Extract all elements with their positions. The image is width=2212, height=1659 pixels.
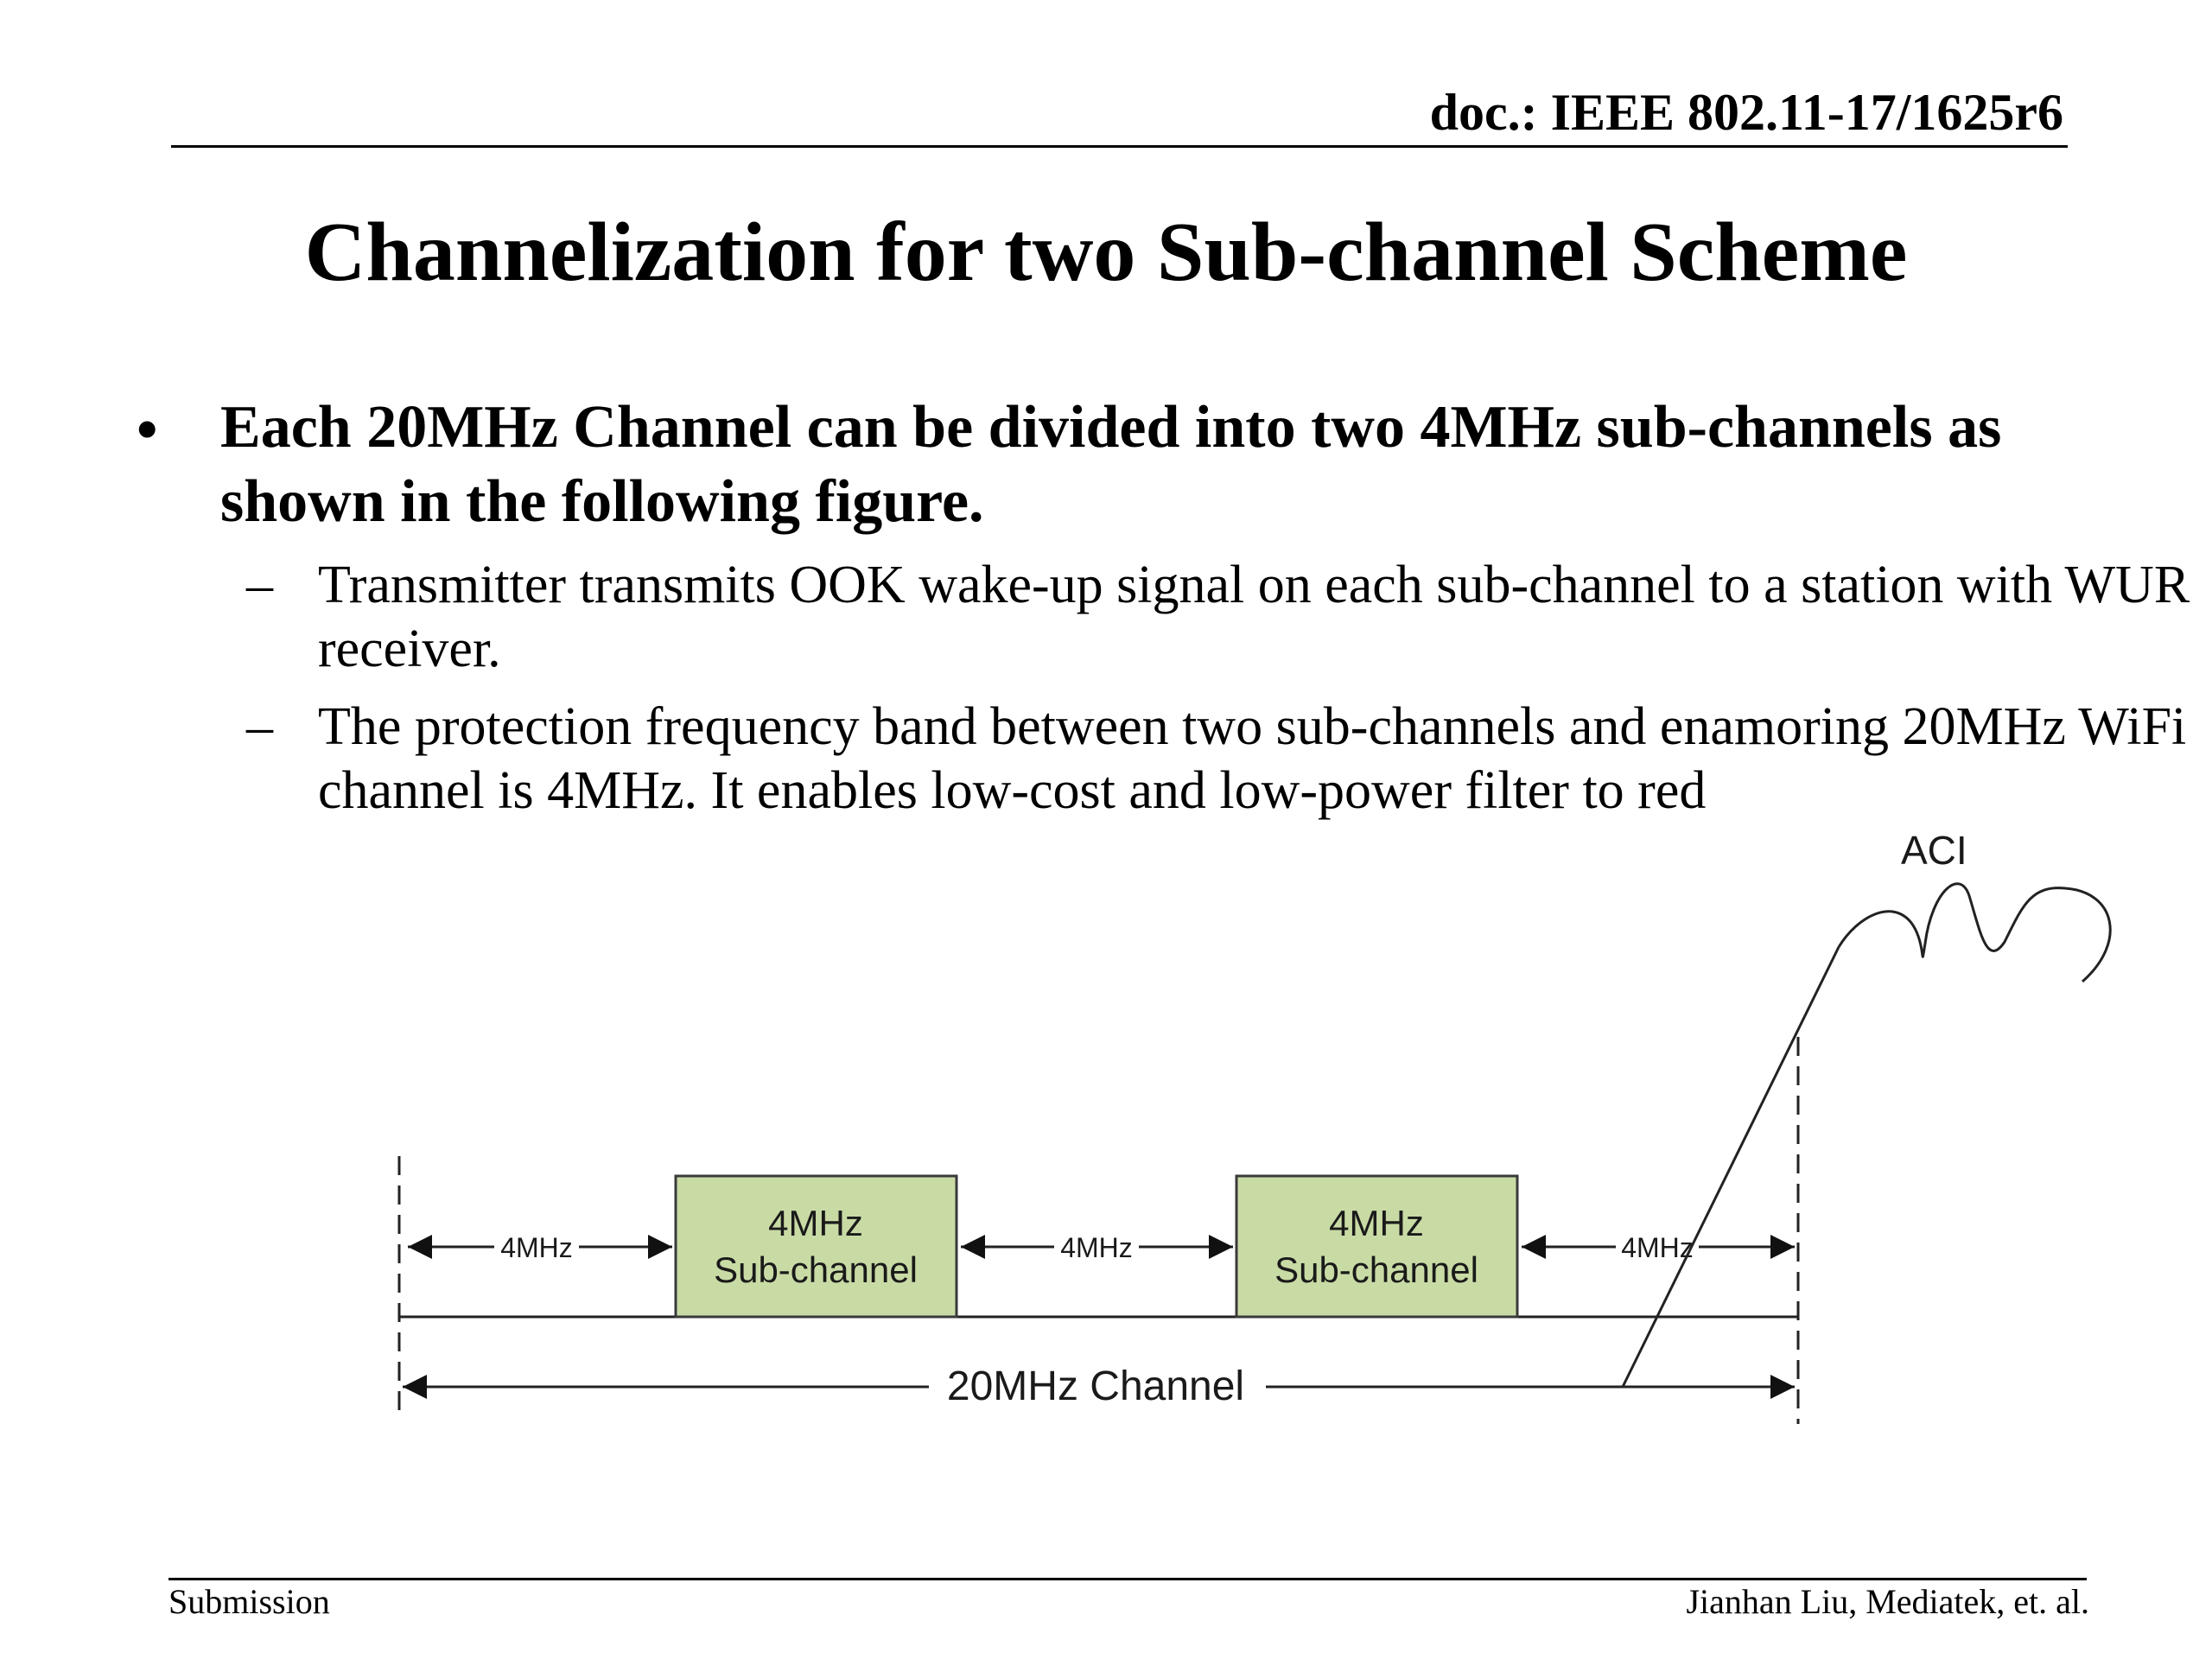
sub-bullet-text: The protection frequency band between tw… (318, 697, 2187, 820)
bullet-text: Each 20MHz Channel can be divided into t… (220, 394, 2002, 535)
sub-bullet-symbol: – (246, 556, 273, 614)
aci-curve (1837, 882, 2112, 983)
guard-label-3: 4MHz (1621, 1232, 1694, 1263)
header-rule (171, 145, 2068, 148)
figure-backdrop (391, 830, 2119, 907)
aci-slope-line (1621, 946, 1840, 1388)
subchannel-box-1-line2: Sub-channel (714, 1249, 918, 1290)
channel-width-label: 20MHz Channel (947, 1363, 1244, 1409)
guard-label-2: 4MHz (1060, 1232, 1133, 1263)
footer-rule (168, 1578, 2087, 1580)
subchannel-box-2-line2: Sub-channel (1274, 1249, 1478, 1290)
doc-number: doc.: IEEE 802.11-17/1625r6 (1429, 84, 2063, 141)
subchannel-box-2 (1235, 1174, 1519, 1319)
guard-label-1: 4MHz (500, 1232, 573, 1263)
slide-title: Channelization for two Sub-channel Schem… (304, 206, 1908, 299)
bullet-symbol: • (137, 397, 158, 463)
subchannel-box-1-line1: 4MHz (768, 1203, 863, 1243)
subchannel-box-2-line1: 4MHz (1329, 1203, 1424, 1243)
sub-bullet-text: Transmitter transmits OOK wake-up signal… (318, 556, 2190, 678)
footer-submission: Submission (168, 1582, 330, 1621)
aci-label: ACI (1901, 828, 1967, 873)
footer-author: Jianhan Liu, Mediatek, et. al. (1686, 1582, 2089, 1621)
sub-bullet-symbol: – (246, 697, 273, 756)
subchannel-box-1 (674, 1174, 958, 1319)
